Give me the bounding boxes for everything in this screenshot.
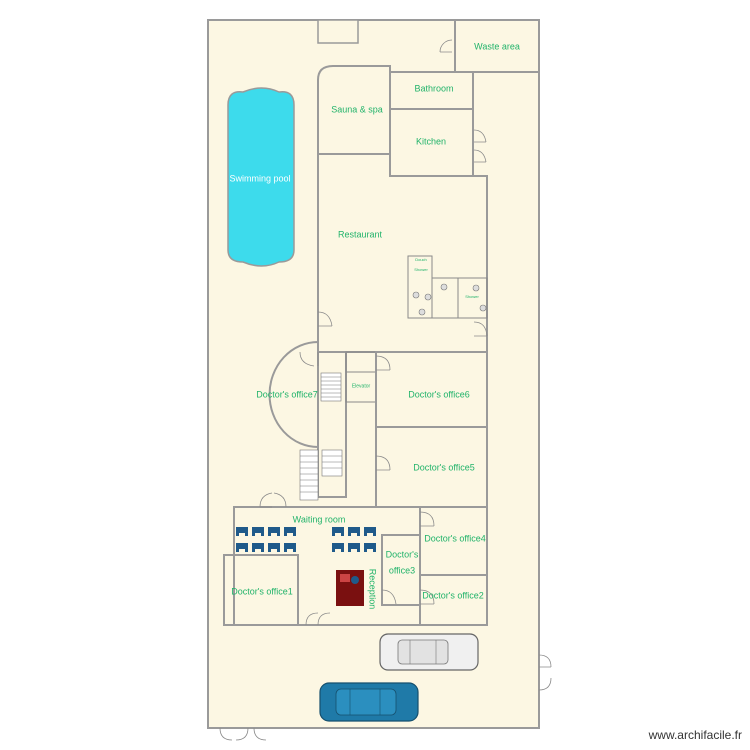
door-icon xyxy=(419,589,435,605)
chair-icon xyxy=(332,543,344,552)
doctors-office1-room xyxy=(223,554,299,626)
chair-icon xyxy=(268,527,280,536)
toilet-icon xyxy=(412,291,420,299)
waiting-chairs xyxy=(236,527,376,552)
swimming-pool xyxy=(227,87,295,267)
doctors-office2-room xyxy=(419,574,488,626)
room-label-bathroom: Bathroom xyxy=(414,83,453,93)
gate-icon xyxy=(219,727,267,741)
room-label-doctors-office1: Doctor's office1 xyxy=(231,586,293,596)
staircase xyxy=(299,449,343,501)
chair-icon xyxy=(284,527,296,536)
room-label-elevator: Elevator xyxy=(352,383,371,389)
watermark: www.archifacile.fr xyxy=(648,728,742,742)
room-label-waste-area: Waste area xyxy=(474,41,520,51)
toilet-icon xyxy=(440,283,448,291)
door-icon xyxy=(305,612,331,626)
room-label-doctors-office2: Doctor's office2 xyxy=(422,590,484,600)
door-icon xyxy=(299,351,319,367)
room-label-doctors-office3: Doctor's xyxy=(386,549,419,559)
room-label-washroom: Douch xyxy=(415,257,427,262)
door-icon xyxy=(473,129,487,143)
door-icon xyxy=(419,511,435,527)
chair-icon xyxy=(236,543,248,552)
washroom-block xyxy=(457,277,488,319)
staircase xyxy=(320,372,342,402)
chair-icon xyxy=(236,527,248,536)
room-label-washroom: Shower xyxy=(465,294,479,299)
door-icon xyxy=(259,492,287,508)
room-label-washroom: Shower xyxy=(414,267,428,272)
door-icon xyxy=(439,39,453,53)
room-label-doctors-office3: office3 xyxy=(389,565,415,575)
door-icon xyxy=(473,321,488,337)
door-icon xyxy=(317,311,333,327)
chair-icon xyxy=(348,543,360,552)
chair-icon xyxy=(284,543,296,552)
room-label-reception: Reception xyxy=(368,569,378,610)
sink-icon xyxy=(479,304,487,312)
car-icon xyxy=(319,682,419,722)
room-label-doctors-office5: Doctor's office5 xyxy=(413,462,475,472)
room-label-doctors-office4: Doctor's office4 xyxy=(424,533,486,543)
chair-icon xyxy=(268,543,280,552)
door-icon xyxy=(375,355,391,371)
chair-icon xyxy=(364,527,376,536)
room-label-doctors-office7: Doctor's office7 xyxy=(256,389,318,399)
door-icon xyxy=(375,455,391,471)
chair-icon xyxy=(364,543,376,552)
toilet-icon xyxy=(424,293,432,301)
room-label-sauna: Sauna & spa xyxy=(331,104,383,114)
chair-icon xyxy=(348,527,360,536)
reception-desk xyxy=(336,570,364,606)
door-icon xyxy=(473,149,487,163)
chair-icon xyxy=(252,527,264,536)
waste-area-room xyxy=(454,19,540,73)
room-label-waiting-room: Waiting room xyxy=(293,514,346,524)
room-label-kitchen: Kitchen xyxy=(416,136,446,146)
chair-icon xyxy=(252,543,264,552)
doctors-office7-room xyxy=(268,340,319,449)
gate-icon xyxy=(538,654,552,691)
top-notch xyxy=(317,19,359,44)
sauna-room xyxy=(317,65,391,155)
car-icon xyxy=(379,633,479,671)
sink-icon xyxy=(418,308,426,316)
chair-icon xyxy=(332,527,344,536)
toilet-icon xyxy=(472,284,480,292)
door-icon xyxy=(381,589,397,605)
room-label-doctors-office6: Doctor's office6 xyxy=(408,389,470,399)
room-label-restaurant: Restaurant xyxy=(338,229,383,239)
room-label-swimming-pool: Swimming pool xyxy=(229,173,290,183)
